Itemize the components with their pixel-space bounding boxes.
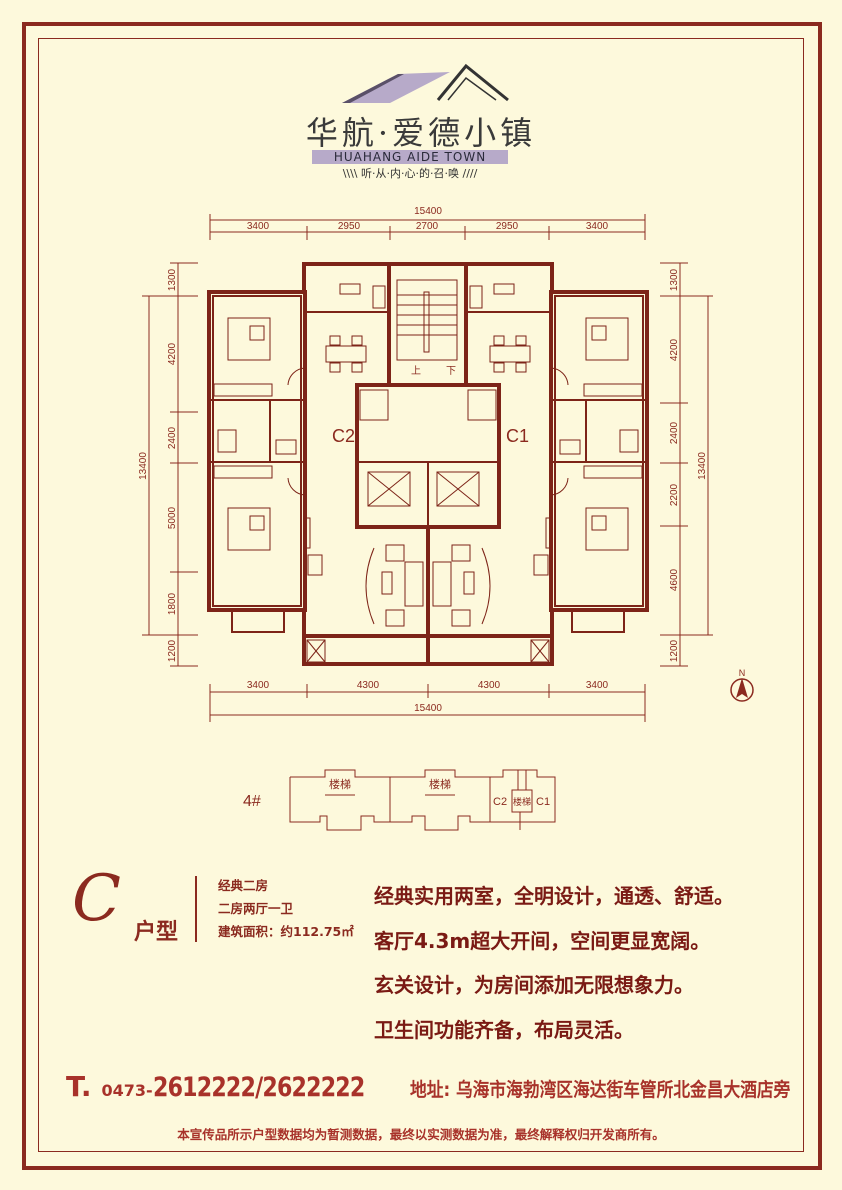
dim-left-segment: 2400 bbox=[167, 426, 178, 449]
feature-item: 建筑面积：约112.75㎡ bbox=[218, 924, 354, 939]
dim-right-segment: 1300 bbox=[669, 268, 680, 291]
right-dimension-lines bbox=[660, 262, 713, 667]
highlight-line: 玄关设计，为房间添加无限想象力。 bbox=[374, 973, 694, 997]
brand-name: 华航·爱德小镇 bbox=[305, 114, 537, 152]
unit-letter: C bbox=[72, 862, 121, 936]
dim-top-total: 15400 bbox=[414, 206, 442, 217]
dim-left-segment: 5000 bbox=[167, 506, 178, 529]
keyplan-stair-label: 楼梯 bbox=[429, 777, 451, 791]
building-number: 4# bbox=[243, 793, 261, 810]
unit-label-c2: C2 bbox=[332, 426, 355, 446]
section-divider bbox=[195, 876, 197, 942]
phone-number: 2612222/2622222 bbox=[152, 1072, 365, 1103]
address-label: 地址: bbox=[410, 1079, 451, 1101]
stair-up-label: 上 bbox=[411, 365, 421, 377]
contact-phone: T. 0473-2612222/2622222 bbox=[66, 1070, 411, 1103]
top-dimension-lines bbox=[209, 214, 646, 240]
stair-down-label: 下 bbox=[446, 366, 456, 377]
unit-features: 经典二房 二房两厅一卫 建筑面积：约112.75㎡ bbox=[218, 874, 354, 943]
dim-left-segment: 1300 bbox=[167, 268, 178, 291]
dim-top-segment: 2950 bbox=[338, 221, 361, 232]
dim-top-segment: 3400 bbox=[247, 221, 270, 232]
dim-right-total: 13400 bbox=[697, 452, 708, 480]
dim-left-segment: 1800 bbox=[167, 592, 178, 615]
dim-left-segment: 4200 bbox=[167, 342, 178, 365]
north-label: N bbox=[739, 668, 746, 678]
keyplan-unit-c2: C2 bbox=[493, 796, 507, 808]
dim-bottom-total: 15400 bbox=[414, 703, 442, 714]
highlight-line: 卫生间功能齐备，布局灵活。 bbox=[374, 1017, 634, 1042]
unit-label-c1: C1 bbox=[506, 426, 529, 446]
contact-address: 地址: 乌海市海勃湾区海达街车管所北金昌大酒店旁 bbox=[410, 1075, 790, 1102]
phone-area-code: 0473- bbox=[101, 1081, 153, 1100]
dim-left-total: 13400 bbox=[138, 452, 149, 480]
phone-prefix: T. bbox=[66, 1070, 92, 1103]
keyplan-stair-label: 楼梯 bbox=[329, 777, 351, 791]
unit-highlights: 经典实用两室，全明设计，通透、舒适。 客厅4.3m超大开间，空间更显宽阔。 玄关… bbox=[374, 874, 734, 1052]
north-compass-icon bbox=[730, 678, 754, 702]
brand-name-en: HUAHANG AIDE TOWN bbox=[312, 150, 508, 164]
brand-slogan: \\\\ 听·从·内·心·的·召·唤 //// bbox=[342, 167, 478, 180]
dim-left-segment: 1200 bbox=[167, 639, 178, 662]
keyplan-stair-label: 楼梯 bbox=[513, 796, 531, 807]
dim-bottom-segment: 4300 bbox=[478, 680, 501, 691]
dim-bottom-segment: 4300 bbox=[357, 680, 380, 691]
logo-roof-icon bbox=[342, 63, 509, 103]
dim-top-segment: 2700 bbox=[416, 221, 439, 232]
dim-right-segment: 2400 bbox=[669, 421, 680, 444]
keyplan-unit-c1: C1 bbox=[536, 796, 550, 808]
outer-frame bbox=[22, 22, 822, 1170]
dim-top-segment: 2950 bbox=[496, 221, 519, 232]
address-value: 乌海市海勃湾区海达街车管所北金昌大酒店旁 bbox=[455, 1079, 791, 1101]
dim-top-segment: 3400 bbox=[586, 221, 609, 232]
dim-bottom-segment: 3400 bbox=[247, 680, 270, 691]
highlight-line: 客厅4.3m超大开间，空间更显宽阔。 bbox=[374, 928, 711, 953]
dim-right-segment: 2200 bbox=[669, 483, 680, 506]
floor-plan-walls bbox=[207, 262, 649, 666]
left-dimension-lines bbox=[142, 262, 198, 667]
inner-frame bbox=[38, 38, 804, 1152]
dim-right-segment: 4600 bbox=[669, 568, 680, 591]
disclaimer: 本宣传品所示户型数据均为暂测数据，最终以实测数据为准，最终解释权归开发商所有。 bbox=[177, 1127, 665, 1142]
feature-item: 经典二房 bbox=[218, 878, 269, 893]
dim-right-segment: 1200 bbox=[669, 639, 680, 662]
key-plan bbox=[289, 769, 556, 831]
highlight-line: 经典实用两室，全明设计，通透、舒适。 bbox=[374, 884, 734, 908]
dim-right-segment: 4200 bbox=[669, 338, 680, 361]
bottom-dimension-lines bbox=[209, 684, 646, 722]
feature-item: 二房两厅一卫 bbox=[218, 901, 294, 916]
unit-type-label: 户型 bbox=[134, 920, 179, 945]
dim-bottom-segment: 3400 bbox=[586, 680, 609, 691]
